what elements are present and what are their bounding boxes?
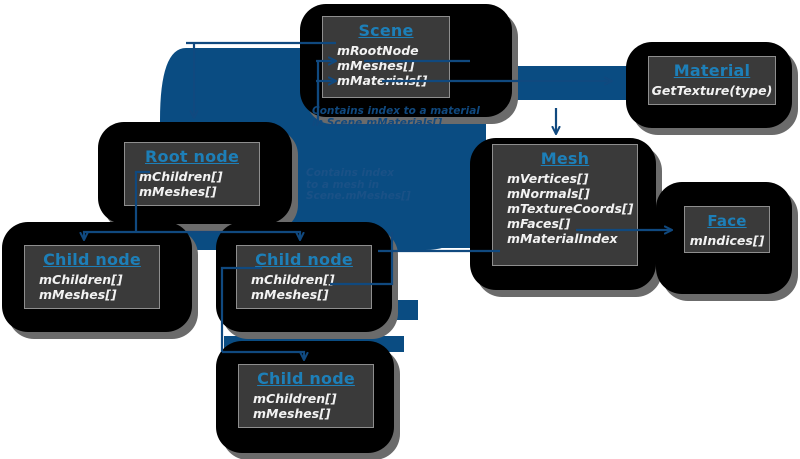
node-material-title: Material <box>673 61 751 80</box>
node-material[interactable]: Material GetTexture(type) <box>648 56 776 105</box>
node-scene-title: Scene <box>358 21 414 40</box>
node-root-node-fields: mChildren[] mMeshes[] <box>125 169 259 199</box>
field-mvertices: mVertices[] <box>507 171 589 186</box>
field-mmaterialindex: mMaterialIndex <box>507 231 618 246</box>
node-child-mid-fields: mChildren[] mMeshes[] <box>237 272 371 302</box>
field-root-mchildren: mChildren[] <box>139 169 223 184</box>
node-face-fields: mIndices[] <box>685 233 769 248</box>
field-mnormals: mNormals[] <box>507 186 590 201</box>
field-mindices: mIndices[] <box>689 233 765 248</box>
field-mrootnode: mRootNode <box>337 43 419 58</box>
field-childmid-mmeshes: mMeshes[] <box>251 287 329 302</box>
node-mesh-title: Mesh <box>540 149 590 168</box>
node-face[interactable]: Face mIndices[] <box>684 206 770 253</box>
annotation-material-index: Contains index to a material in Scene.mM… <box>312 105 480 129</box>
field-childleft-mmeshes: mMeshes[] <box>39 287 117 302</box>
field-root-mmeshes: mMeshes[] <box>139 184 217 199</box>
node-child-left-title: Child node <box>43 250 141 269</box>
node-child-mid-title: Child node <box>255 250 353 269</box>
field-gettexture: GetTexture(type) <box>651 83 773 98</box>
node-child-bottom[interactable]: Child node mChildren[] mMeshes[] <box>238 364 374 428</box>
node-child-bottom-fields: mChildren[] mMeshes[] <box>239 391 373 421</box>
node-mesh-fields: mVertices[] mNormals[] mTextureCoords[] … <box>493 171 637 246</box>
node-root-node[interactable]: Root node mChildren[] mMeshes[] <box>124 142 260 206</box>
field-childbottom-mmeshes: mMeshes[] <box>253 406 331 421</box>
field-mtexturecoords: mTextureCoords[] <box>507 201 634 216</box>
node-face-title: Face <box>707 212 747 230</box>
node-root-node-title: Root node <box>144 147 239 166</box>
node-child-left-fields: mChildren[] mMeshes[] <box>25 272 159 302</box>
field-mfaces: mFaces[] <box>507 216 571 231</box>
node-child-bottom-title: Child node <box>257 369 355 388</box>
field-childmid-mchildren: mChildren[] <box>251 272 335 287</box>
node-child-left[interactable]: Child node mChildren[] mMeshes[] <box>24 245 160 309</box>
field-childbottom-mchildren: mChildren[] <box>253 391 337 406</box>
node-material-fields: GetTexture(type) <box>649 83 775 98</box>
node-scene[interactable]: Scene mRootNode mMeshes[] mMaterials[] <box>322 16 450 98</box>
node-mesh[interactable]: Mesh mVertices[] mNormals[] mTextureCoor… <box>492 144 638 266</box>
annotation-mesh-index: Contains index to a mesh in Scene.mMeshe… <box>306 167 411 202</box>
field-childleft-mchildren: mChildren[] <box>39 272 123 287</box>
